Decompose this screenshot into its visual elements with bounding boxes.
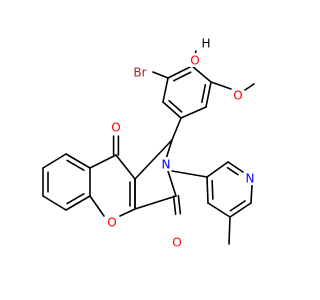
double-bond (211, 179, 214, 200)
double-bond (172, 195, 177, 216)
double-bond (226, 166, 239, 176)
atom-label-bromo: Br (133, 66, 146, 80)
atom-label-background (171, 235, 183, 249)
double-bond (66, 159, 85, 172)
double-bond (201, 83, 207, 104)
double-bond (168, 99, 183, 113)
bond (171, 170, 208, 178)
bond (206, 176, 209, 204)
bond (119, 208, 136, 217)
bond (134, 195, 177, 210)
atom-label-background (131, 65, 149, 79)
bond (205, 81, 212, 108)
double-bond (229, 200, 246, 212)
bond (207, 202, 231, 218)
bond (65, 153, 91, 169)
bond (229, 202, 252, 218)
bond (210, 81, 232, 90)
bond (134, 139, 173, 180)
bond (180, 106, 207, 119)
bond (162, 101, 182, 119)
atom-label-background (106, 215, 118, 229)
bond (115, 154, 136, 180)
atom-label-pyridine-n: N (246, 172, 255, 186)
bond (65, 195, 91, 211)
atom-label-background (189, 53, 201, 67)
bond (165, 139, 173, 160)
bond (171, 117, 182, 141)
bond (162, 77, 169, 103)
double-bond (177, 194, 182, 215)
bond (227, 161, 244, 173)
atom-label-amide-n: N (162, 158, 171, 172)
atom-label-hydroxy-o: O (190, 54, 199, 68)
atom-label-background (200, 36, 212, 50)
atom-label-lactam-o: O (172, 236, 181, 250)
atom-label-background (110, 120, 122, 134)
atom-label-hydroxy-h: H (201, 37, 210, 51)
bond (152, 71, 169, 79)
bond (89, 154, 117, 169)
bond (206, 161, 229, 178)
bond (42, 153, 67, 169)
atom-label-background (160, 157, 172, 171)
bond (250, 184, 253, 204)
bond (191, 65, 212, 83)
atom-label-ketone-o: O (111, 121, 120, 135)
double-bond (66, 192, 85, 205)
bond (42, 195, 67, 211)
atom-label-background (244, 171, 256, 185)
atom-label-background (232, 88, 244, 102)
atom-label-methoxy-o: O (233, 89, 242, 103)
double-bond (173, 71, 192, 82)
bond (167, 170, 177, 197)
atom-label-ring-o: O (107, 216, 116, 230)
bond (89, 195, 105, 217)
bond (228, 216, 231, 245)
bond (167, 65, 193, 79)
bond (244, 83, 255, 91)
